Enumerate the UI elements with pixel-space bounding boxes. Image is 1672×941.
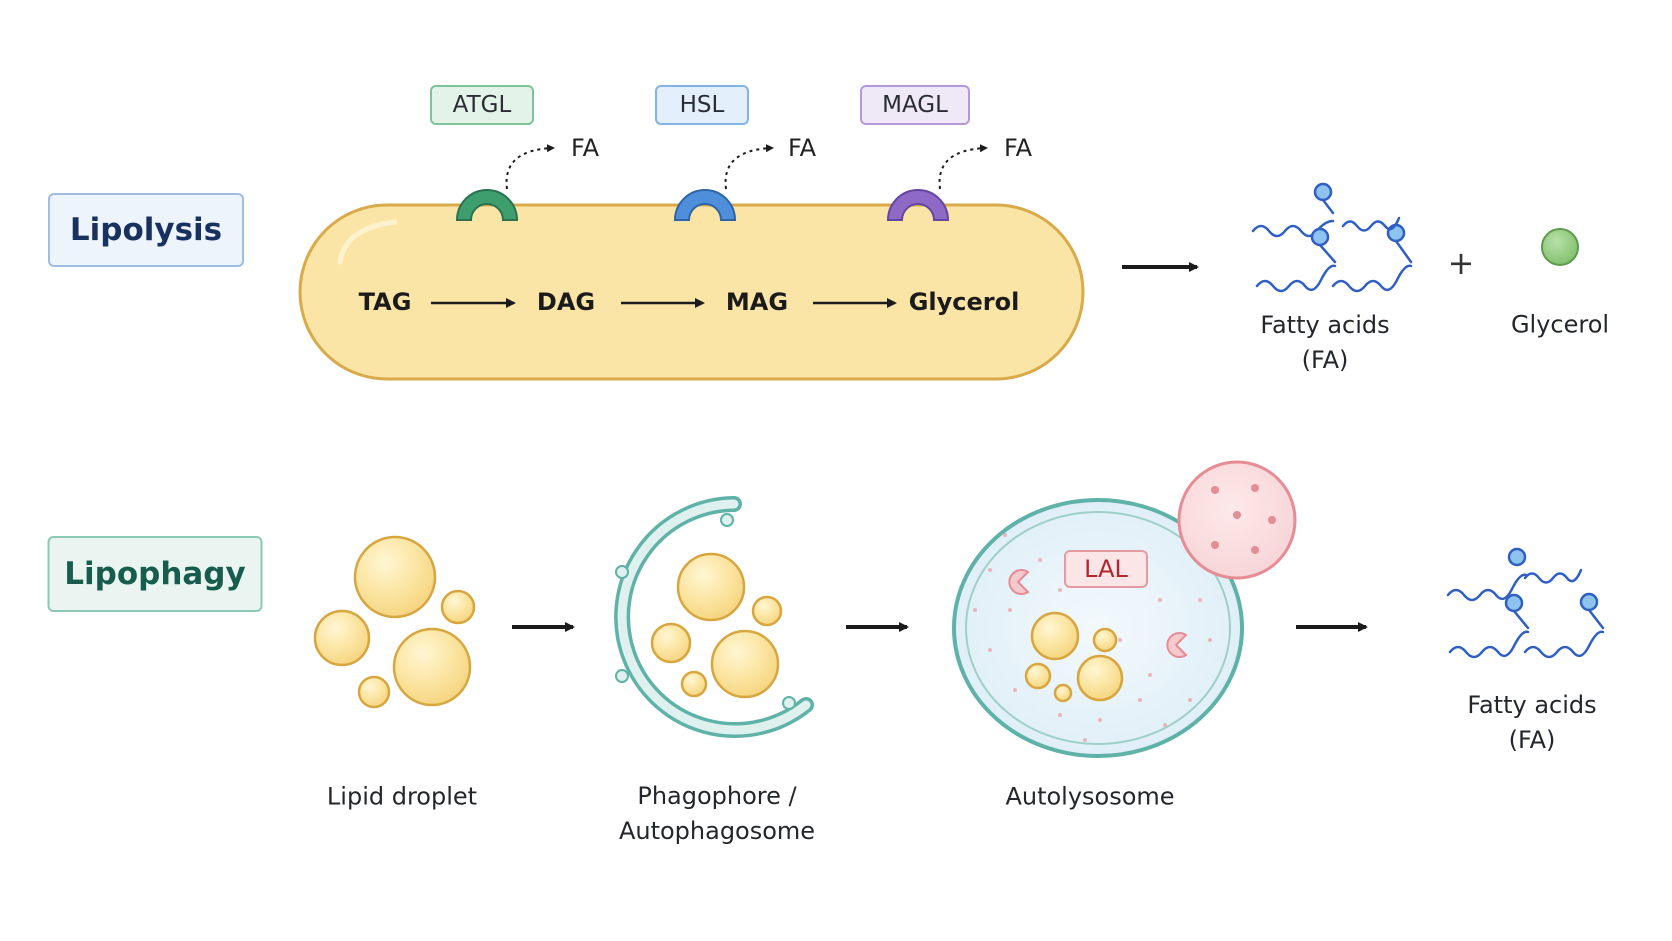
product-glycerol-label: Glycerol [1510,310,1610,339]
enzyme-badge-magl: MAGL [860,85,970,125]
stage-phagophore-line2: Autophagosome [618,817,816,845]
fa-release-arrow [505,144,555,190]
enzyme-badge-lal: LAL [1064,550,1148,588]
step-dag: DAG [536,288,596,316]
glycerol-bead-icon [1541,228,1579,266]
product-fatty-acids-label: Fatty acids (FA) [1260,308,1389,378]
enzyme-badge-hsl: HSL [655,85,749,125]
hsl-enzyme-icon [673,189,737,221]
step-tag: TAG [358,288,412,316]
fa-release-label: FA [570,134,600,162]
section-label-lipophagy: Lipophagy [47,536,263,612]
stage-phagophore-line1: Phagophore / [637,782,797,810]
stage-phagophore-label: Phagophore / Autophagosome [619,779,815,849]
lipid-droplet-icon [313,535,476,709]
fa-release-arrow [724,144,774,190]
stage-autolysosome-label: Autolysosome [1005,782,1175,811]
fa-release-label: FA [787,134,817,162]
stage-lipid-droplet-label: Lipid droplet [326,782,478,811]
product-fatty-acids-line2: (FA) [1301,346,1349,374]
phagophore-icon [614,496,814,738]
lipophagy-product-line2: (FA) [1508,726,1556,754]
lipid-droplet-icon [1024,611,1124,703]
fatty-acid-chain-icon [1251,182,1413,293]
fa-release-arrow [938,144,988,190]
autolysosome-icon [952,498,1244,758]
section-label-lipolysis: Lipolysis [48,193,244,267]
step-mag: MAG [725,288,789,316]
enzyme-badge-atgl: ATGL [430,85,534,125]
lipophagy-product-line1: Fatty acids [1467,691,1597,719]
step-glycerol: Glycerol [908,288,1020,316]
lysosome-icon [1177,460,1297,580]
magl-enzyme-icon [886,189,950,221]
plus-sign: + [1447,244,1475,282]
lipophagy-product-label: Fatty acids (FA) [1467,688,1596,758]
lipid-droplet-icon [650,552,783,699]
fa-release-label: FA [1003,134,1033,162]
atgl-enzyme-icon [455,189,519,221]
product-fatty-acids-line1: Fatty acids [1260,311,1390,339]
fatty-acid-chain-icon [1446,547,1605,659]
